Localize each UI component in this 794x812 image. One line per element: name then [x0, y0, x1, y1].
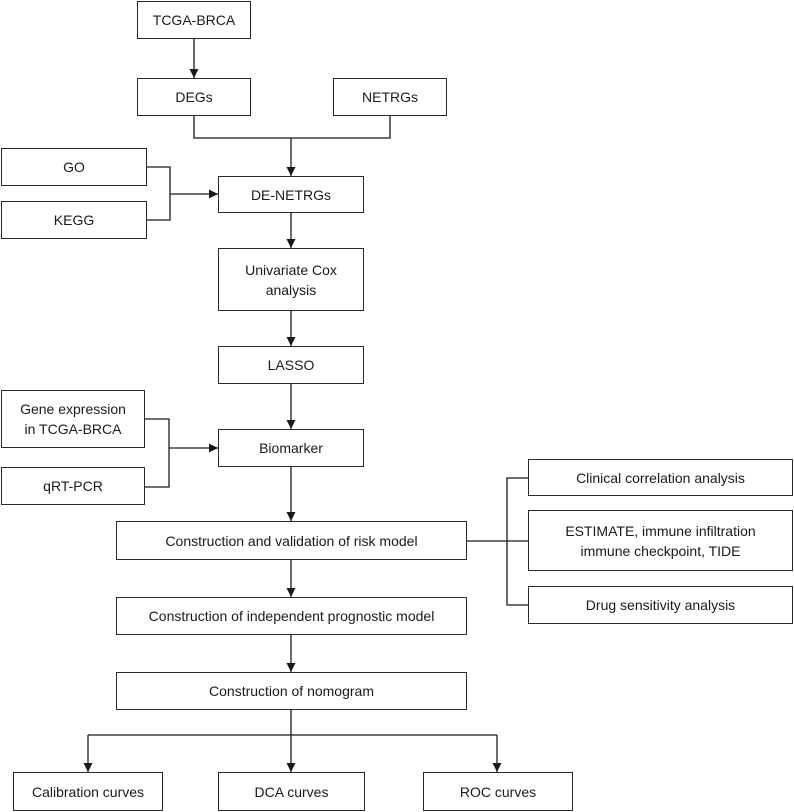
node-gene-expression: Gene expression in TCGA-BRCA [1, 390, 145, 448]
node-dca-curves: DCA curves [218, 772, 365, 811]
node-roc-curves: ROC curves [423, 772, 573, 811]
node-independent-prognostic: Construction of independent prognostic m… [116, 597, 467, 635]
node-estimate-immune-line2: immune checkpoint, TIDE [580, 542, 741, 559]
node-kegg-label: KEGG [53, 212, 95, 228]
node-tcga-brca: TCGA-BRCA [137, 1, 251, 39]
node-independent-prognostic-label: Construction of independent prognostic m… [148, 608, 435, 624]
node-degs-label: DEGs [175, 89, 213, 105]
node-go-label: GO [63, 159, 85, 175]
node-nomogram-label: Construction of nomogram [209, 683, 374, 699]
node-clinical-correlation: Clinical correlation analysis [528, 459, 793, 496]
node-degs: DEGs [137, 78, 251, 116]
node-risk-model: Construction and validation of risk mode… [116, 521, 467, 560]
node-roc-curves-label: ROC curves [459, 783, 537, 800]
node-dca-curves-label: DCA curves [254, 783, 329, 800]
node-tcga-brca-label: TCGA-BRCA [152, 12, 236, 28]
node-estimate-immune-line1: ESTIMATE, immune infiltration [565, 522, 756, 539]
node-nomogram: Construction of nomogram [116, 672, 467, 710]
node-biomarker-label: Biomarker [259, 440, 323, 456]
node-qrt-pcr: qRT-PCR [1, 467, 145, 505]
node-lasso-label: LASSO [267, 357, 315, 373]
node-drug-sensitivity-label: Drug sensitivity analysis [585, 597, 736, 613]
node-univariate-cox-line1: Univariate Cox [245, 261, 337, 278]
node-go: GO [1, 148, 147, 186]
node-calibration-curves: Calibration curves [13, 772, 163, 811]
node-estimate-immune: ESTIMATE, immune infiltration immune che… [528, 510, 793, 571]
node-risk-model-label: Construction and validation of risk mode… [165, 532, 418, 549]
node-biomarker: Biomarker [218, 429, 364, 467]
node-lasso: LASSO [218, 346, 364, 384]
node-qrt-pcr-label: qRT-PCR [43, 478, 103, 494]
node-de-netrgs-label: DE-NETRGs [250, 186, 332, 203]
node-clinical-correlation-label: Clinical correlation analysis [576, 469, 745, 486]
edge-gene-qrt-bracket [145, 418, 170, 488]
node-de-netrgs: DE-NETRGs [218, 176, 364, 213]
node-netrgs: NETRGs [333, 78, 447, 116]
edge-go-kegg-bracket [147, 166, 171, 221]
node-drug-sensitivity: Drug sensitivity analysis [528, 586, 793, 624]
node-kegg: KEGG [1, 201, 147, 239]
node-gene-expression-line1: Gene expression [20, 401, 126, 417]
node-calibration-curves-label: Calibration curves [31, 783, 145, 800]
node-gene-expression-line2: in TCGA-BRCA [24, 421, 122, 437]
node-univariate-cox: Univariate Cox analysis [218, 248, 364, 311]
node-netrgs-label: NETRGs [362, 89, 418, 105]
edge-degs-netrgs-to-de-netrgs [193, 116, 391, 139]
node-univariate-cox-line2: analysis [265, 281, 317, 298]
